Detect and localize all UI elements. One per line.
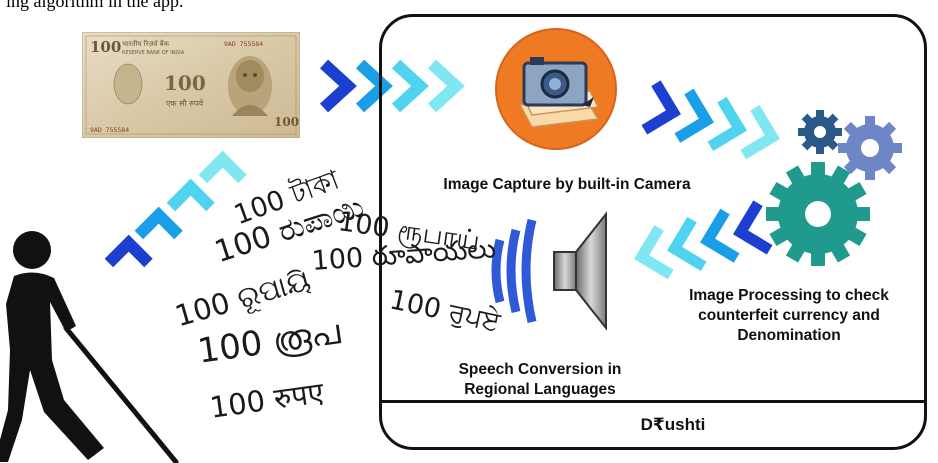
speech-line-2: Regional Languages [464,381,616,398]
svg-text:100: 100 [274,115,299,129]
svg-text:100: 100 [90,38,121,56]
processing-line-2: counterfeit currency and [698,307,880,324]
chevron-arrow-icon [634,200,773,280]
camera-icon [495,28,617,150]
processing-line-1: Image Processing to check [689,287,889,304]
svg-text:9AD 755584: 9AD 755584 [224,40,263,48]
chevron-arrow-icon [641,80,780,160]
processing-line-3: Denomination [737,327,841,344]
svg-text:भारतीय रिज़र्व बैंक: भारतीय रिज़र्व बैंक [122,39,170,48]
chevron-arrow-icon [104,150,247,268]
banknote-icon: 100 भारतीय रिज़र्व बैंक RESERVE BANK OF … [81,31,301,139]
language-text: 100 रुपए [207,375,326,425]
svg-text:RESERVE BANK OF INDIA: RESERVE BANK OF INDIA [122,50,185,56]
speaker-icon [491,211,607,331]
processing-label: Image Processing to check counterfeit cu… [654,286,924,346]
svg-text:100: 100 [164,71,206,95]
app-footer: D₹ushti [382,400,924,447]
speech-line-1: Speech Conversion in [458,361,622,378]
svg-text:9AD 755584: 9AD 755584 [90,126,129,134]
capture-label: Image Capture by built-in Camera [443,176,691,193]
gears-icon [766,110,902,266]
chevron-arrow-icon [319,59,465,113]
blind-person-icon [0,231,179,463]
app-name: D₹ushti [640,415,706,434]
speech-label: Speech Conversion in Regional Languages [440,360,640,400]
app-frame: D₹ushti [379,14,927,450]
caption-top: ing algorithm in the app. [6,0,184,11]
svg-text:एक सौ रुपये: एक सौ रुपये [166,98,203,108]
